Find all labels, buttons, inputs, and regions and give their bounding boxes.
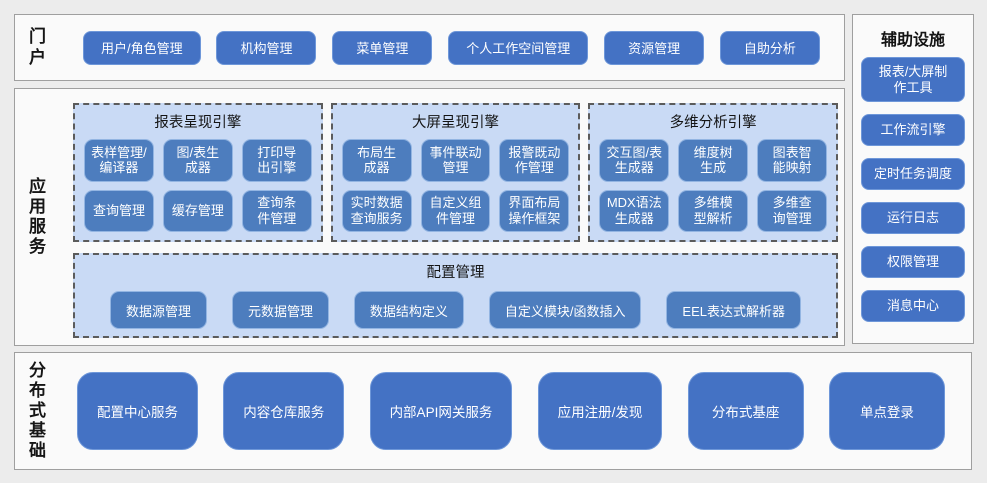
infra-node-internal-api-gateway-service: 内部API网关服务 [369, 372, 513, 450]
config-node-datasource-mgmt: 数据源管理 [110, 291, 208, 329]
infra-node-app-registration-discovery: 应用注册/发现 [537, 372, 663, 450]
engine-node: 缓存管理 [162, 189, 233, 232]
engine-panels-row: 报表呈现引擎 表样管理/ 编译器 图/表生 成器 打印导 出引擎 查询管理 缓存… [73, 103, 839, 242]
config-button-row: 数据源管理 元数据管理 数据结构定义 自定义模块/函数插入 EEL表达式解析器 [84, 289, 827, 329]
engine-node: 界面布局 操作框架 [499, 189, 570, 232]
portal-node-user-role-mgmt: 用户/角色管理 [83, 30, 201, 65]
olap-engine-title: 多维分析引擎 [669, 115, 757, 131]
engine-node: 图表智 能映射 [757, 139, 828, 182]
engine-node: 布局生 成器 [341, 139, 412, 182]
infra-node-single-sign-on: 单点登录 [828, 372, 945, 450]
engine-node: 查询条 件管理 [241, 189, 312, 232]
portal-node-self-service-analysis: 自助分析 [719, 30, 820, 65]
report-engine-grid: 表样管理/ 编译器 图/表生 成器 打印导 出引擎 查询管理 缓存管理 查询条 … [84, 139, 312, 232]
engine-node: 图/表生 成器 [162, 139, 233, 182]
portal-button-row: 用户/角色管理 机构管理 菜单管理 个人工作空间管理 资源管理 自助分析 [47, 30, 844, 65]
application-services-label: 应用服务 [29, 176, 46, 257]
engine-node: 实时数据 查询服务 [341, 189, 412, 232]
dashboard-engine-panel: 大屏呈现引擎 布局生 成器 事件联动 管理 报警既动 作管理 实时数据 查询服务… [330, 103, 581, 242]
config-node-data-structure-definition: 数据结构定义 [353, 291, 464, 329]
engine-node: 事件联动 管理 [420, 139, 491, 182]
olap-engine-panel: 多维分析引擎 交互图/表 生成器 维度树 生成 图表智 能映射 MDX语法 生成… [588, 103, 839, 242]
aux-node-scheduled-task: 定时任务调度 [861, 158, 965, 190]
engine-node: 多维查 询管理 [757, 189, 828, 232]
config-management-panel: 配置管理 数据源管理 元数据管理 数据结构定义 自定义模块/函数插入 EEL表达… [73, 253, 838, 338]
config-node-eel-expression-parser: EEL表达式解析器 [666, 291, 801, 329]
aux-node-message-center: 消息中心 [861, 290, 965, 322]
infra-node-config-center-service: 配置中心服务 [77, 372, 198, 450]
config-management-title: 配置管理 [426, 265, 485, 281]
dashboard-engine-grid: 布局生 成器 事件联动 管理 报警既动 作管理 实时数据 查询服务 自定义组 件… [341, 139, 570, 232]
engine-node: 查询管理 [84, 189, 154, 232]
application-services-content: 报表呈现引擎 表样管理/ 编译器 图/表生 成器 打印导 出引擎 查询管理 缓存… [47, 89, 844, 345]
portal-node-resource-mgmt: 资源管理 [604, 30, 705, 65]
infrastructure-button-row: 配置中心服务 内容仓库服务 内部API网关服务 应用注册/发现 分布式基座 单点… [47, 372, 971, 450]
config-node-metadata-mgmt: 元数据管理 [231, 291, 329, 329]
engine-node: 多维模 型解析 [678, 189, 749, 232]
engine-node: 打印导 出引擎 [241, 139, 312, 182]
distributed-foundation-section: 分布式基础 配置中心服务 内容仓库服务 内部API网关服务 应用注册/发现 分布… [14, 352, 972, 470]
portal-node-personal-workspace-mgmt: 个人工作空间管理 [448, 30, 589, 65]
olap-engine-grid: 交互图/表 生成器 维度树 生成 图表智 能映射 MDX语法 生成器 多维模 型… [599, 139, 828, 232]
auxiliary-facilities-title: 辅助设施 [880, 32, 945, 49]
distributed-foundation-label: 分布式基础 [29, 360, 46, 461]
portal-section-label: 门户 [29, 27, 46, 67]
aux-node-permission-mgmt: 权限管理 [861, 246, 965, 278]
report-engine-title: 报表呈现引擎 [154, 115, 242, 131]
portal-section: 门户 用户/角色管理 机构管理 菜单管理 个人工作空间管理 资源管理 自助分析 [14, 14, 845, 81]
portal-node-menu-mgmt: 菜单管理 [332, 30, 433, 65]
dashboard-engine-title: 大屏呈现引擎 [412, 115, 499, 131]
application-services-section: 应用服务 报表呈现引擎 表样管理/ 编译器 图/表生 成器 打印导 出引擎 查询… [14, 88, 845, 346]
infra-node-content-repository-service: 内容仓库服务 [223, 372, 345, 450]
engine-node: 自定义组 件管理 [420, 189, 491, 232]
infra-node-distributed-base: 分布式基座 [687, 372, 804, 450]
auxiliary-facilities-section: 辅助设施 报表/大屏制 作工具 工作流引擎 定时任务调度 运行日志 权限管理 消… [852, 14, 974, 344]
engine-node: 表样管理/ 编译器 [84, 139, 154, 182]
config-node-custom-module-function-insert: 自定义模块/函数插入 [488, 291, 642, 329]
engine-node: MDX语法 生成器 [599, 189, 670, 232]
engine-node: 报警既动 作管理 [499, 139, 570, 182]
engine-node: 交互图/表 生成器 [599, 139, 670, 182]
aux-node-run-log: 运行日志 [861, 202, 965, 234]
aux-node-workflow-engine: 工作流引擎 [861, 114, 965, 146]
aux-node-report-dashboard-design-tool: 报表/大屏制 作工具 [861, 57, 965, 102]
engine-node: 维度树 生成 [678, 139, 749, 182]
auxiliary-button-column: 报表/大屏制 作工具 工作流引擎 定时任务调度 运行日志 权限管理 消息中心 [853, 57, 973, 322]
portal-node-org-mgmt: 机构管理 [216, 30, 317, 65]
report-engine-panel: 报表呈现引擎 表样管理/ 编译器 图/表生 成器 打印导 出引擎 查询管理 缓存… [73, 103, 323, 242]
